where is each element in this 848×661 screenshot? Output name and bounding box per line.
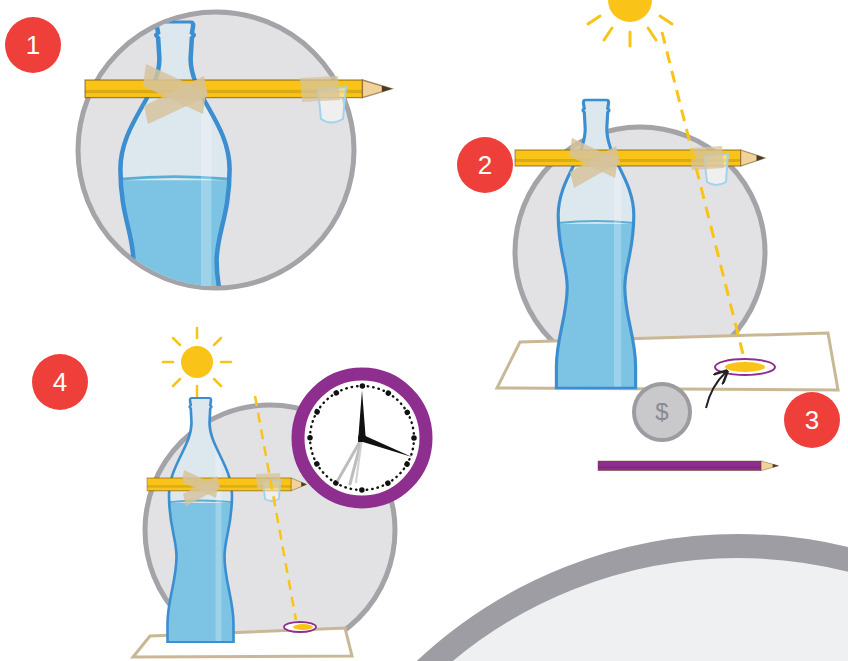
- tape: [144, 76, 208, 124]
- panel-four: [133, 328, 426, 657]
- light-spot: [725, 362, 765, 372]
- step-badge: 1: [5, 17, 61, 73]
- step-badge: 2: [457, 137, 513, 193]
- step-badge: 4: [32, 354, 88, 410]
- node-label: 3: [805, 407, 819, 433]
- light-ray: [255, 396, 296, 620]
- purple-pencil: [598, 461, 779, 471]
- tape: [300, 76, 340, 102]
- tape: [183, 476, 220, 506]
- tape: [256, 473, 281, 489]
- node-label: $: [655, 400, 668, 424]
- water-bottle: [551, 100, 641, 397]
- panel-one: [78, 12, 392, 401]
- yellow-pencil: [147, 478, 307, 491]
- coin: $: [632, 382, 692, 442]
- node-label: 2: [478, 152, 492, 178]
- tape: [570, 146, 620, 188]
- sun: [163, 328, 231, 396]
- node-label: 4: [53, 369, 67, 395]
- step-badge: 3: [784, 392, 840, 448]
- water-bottle: [110, 22, 240, 401]
- panel-two: [497, 0, 838, 471]
- light-spot: [293, 624, 313, 630]
- paper-sheet: [497, 333, 838, 390]
- node-label: 1: [26, 32, 40, 58]
- sun: [588, 0, 672, 46]
- light-ray: [662, 32, 745, 362]
- pointer-arrow: [706, 372, 726, 408]
- paper-sheet: [133, 628, 352, 657]
- clock: [298, 374, 426, 502]
- traced-spot: [284, 622, 316, 632]
- water-bottle: [163, 398, 238, 649]
